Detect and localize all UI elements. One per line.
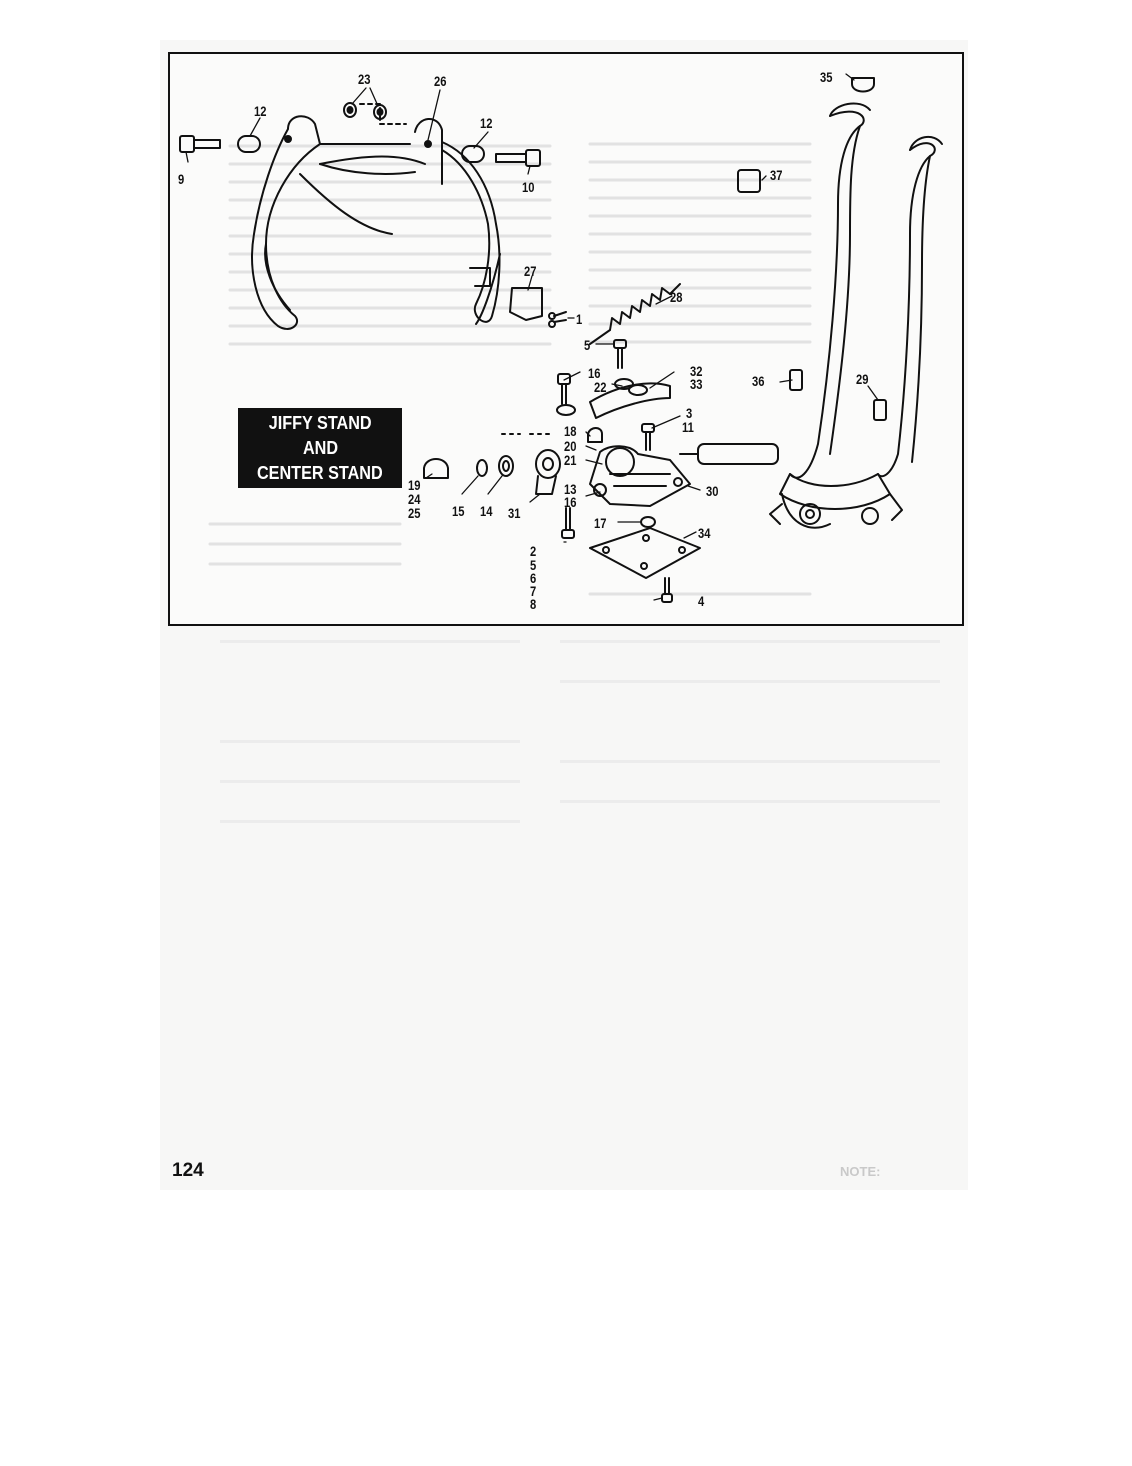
callout-5: 5 <box>530 557 537 573</box>
callout-7: 7 <box>530 583 537 599</box>
screws-1 <box>548 311 567 328</box>
cap-nut-19 <box>423 458 449 479</box>
spring-28 <box>609 287 671 331</box>
rubber-cap-35 <box>851 77 875 93</box>
bleed-through-line <box>220 780 520 783</box>
bolt-2 <box>561 507 575 539</box>
callout-4: 4 <box>698 593 705 609</box>
page-number: 124 <box>172 1160 204 1181</box>
callout-16: 16 <box>588 365 601 381</box>
bracket-30 <box>589 445 691 507</box>
pad-37 <box>737 169 761 193</box>
jiffy-stand-arms <box>251 115 501 330</box>
plate-34 <box>589 527 701 579</box>
callout-20: 20 <box>564 438 577 454</box>
callout-2: 2 <box>530 543 537 559</box>
callout-24: 24 <box>408 491 421 507</box>
title-line: JIFFY STAND <box>268 412 372 433</box>
washer-14 <box>498 455 514 477</box>
washer-16 <box>628 384 648 396</box>
callout-30: 30 <box>706 483 719 499</box>
callout-33: 33 <box>690 376 703 392</box>
leader-lines <box>185 73 879 601</box>
callout-27: 27 <box>524 263 537 279</box>
callout-31: 31 <box>508 505 521 521</box>
cap-18 <box>587 427 603 443</box>
callout-32: 32 <box>690 363 703 379</box>
callout-12: 12 <box>254 103 267 119</box>
callout-17: 17 <box>594 515 607 531</box>
exploded-parts-diagram: 23 26 12 12 9 10 35 37 27 28 1 5 16 22 3… <box>168 52 964 626</box>
callout-18: 18 <box>564 423 577 439</box>
bleed-through-line <box>220 640 520 643</box>
callout-9: 9 <box>178 171 185 187</box>
washer-14-hole <box>502 460 510 472</box>
callout-10: 10 <box>522 179 535 195</box>
callout-22: 22 <box>594 379 607 395</box>
callout-28: 28 <box>670 289 683 305</box>
callout-19: 19 <box>408 477 421 493</box>
stand-pivot-bolt <box>697 443 779 465</box>
callout-12: 12 <box>480 115 493 131</box>
parts-drawing <box>179 73 943 603</box>
callout-6: 6 <box>530 570 537 586</box>
bleed-through-line <box>220 820 520 823</box>
leader-23 <box>359 103 407 125</box>
callout-25: 25 <box>408 505 421 521</box>
bolt-10 <box>495 149 541 167</box>
callout-13: 13 <box>564 481 577 497</box>
bleed-through-line <box>560 800 940 803</box>
bolt-left <box>556 373 576 416</box>
callout-21: 21 <box>564 452 577 468</box>
bleed-through-line <box>560 760 940 763</box>
callout-5: 5 <box>584 337 591 353</box>
spring-hooks <box>589 283 681 345</box>
bleed-through-text <box>208 142 812 596</box>
callout-8: 8 <box>530 596 537 612</box>
nut-17 <box>640 516 656 528</box>
pivot-bushing-left <box>237 135 261 153</box>
diagram-title-box: JIFFY STAND AND CENTER STAND <box>238 408 402 488</box>
callout-29: 29 <box>856 371 869 387</box>
bolt-9 <box>179 135 221 153</box>
title-line: AND <box>302 437 338 458</box>
pivot-bushing-right <box>461 145 485 163</box>
callout-15: 15 <box>452 503 465 519</box>
callout-35: 35 <box>820 69 833 85</box>
center-stand <box>679 102 943 529</box>
washer-15 <box>476 459 488 477</box>
title-line: CENTER STAND <box>257 462 383 483</box>
plate-32-33 <box>589 382 671 419</box>
bolt-3 <box>641 423 655 451</box>
clip-27 <box>509 287 543 321</box>
callout-1: 1 <box>576 311 583 327</box>
callout-3: 3 <box>686 405 693 421</box>
callout-11: 11 <box>682 419 694 435</box>
callout-23: 23 <box>358 71 371 87</box>
bleed-through-line <box>560 640 940 643</box>
clevis-31 <box>535 449 561 495</box>
callout-26: 26 <box>434 73 447 89</box>
callout-36: 36 <box>752 373 765 389</box>
bleed-through-line <box>220 740 520 743</box>
callout-16: 16 <box>564 494 577 510</box>
screw-5 <box>613 339 627 369</box>
bolt-4 <box>661 577 673 603</box>
callout-14: 14 <box>480 503 493 519</box>
callout-37: 37 <box>770 167 783 183</box>
footer-note: NOTE: <box>840 1164 881 1179</box>
bleed-through-line <box>560 680 940 683</box>
callout-34: 34 <box>698 525 711 541</box>
